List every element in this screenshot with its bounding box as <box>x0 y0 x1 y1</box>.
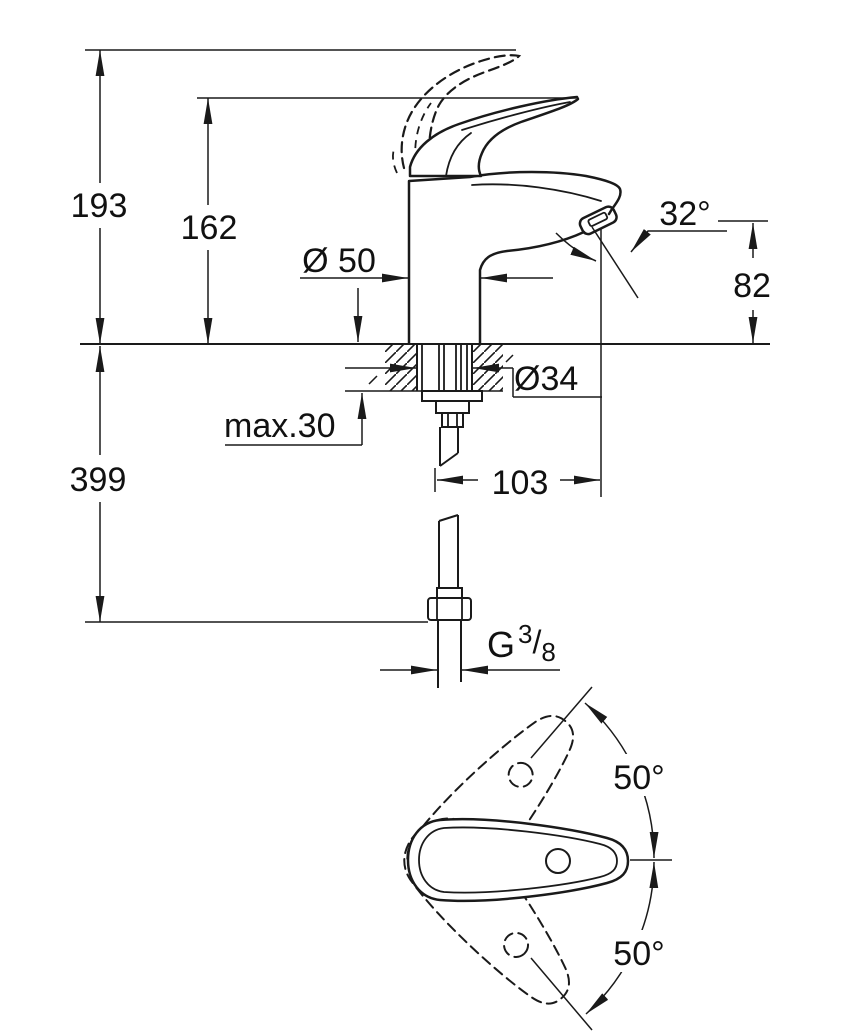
dim-hose-length-label: 399 <box>70 461 127 499</box>
union-nut-facets <box>436 597 463 621</box>
hose-fitting <box>441 412 464 428</box>
supply-hose <box>427 514 472 688</box>
thread-numerator: 3 <box>518 619 532 649</box>
label-bg-upper-50 <box>604 754 676 796</box>
dim-swivel-upper-label: 50° <box>613 759 664 797</box>
washer <box>421 390 483 402</box>
thread-denominator: 8 <box>541 637 555 667</box>
fitting-facets <box>447 412 458 428</box>
dim-32deg <box>555 226 727 299</box>
lever-plan-view <box>403 686 672 1031</box>
lever-swing-arc <box>392 145 398 174</box>
dim-103 <box>434 468 600 492</box>
stream-direction-line <box>591 226 639 299</box>
dim-swivel-lower-label: 50° <box>613 935 664 973</box>
swivel-line-lower <box>530 957 593 1031</box>
connection-pipe <box>437 620 462 688</box>
faucet-side-view <box>392 54 622 345</box>
lever-dome-edge <box>445 132 472 177</box>
counter-break-ticks <box>368 354 514 385</box>
dimension-lines <box>80 49 770 675</box>
label-bg-lower-50 <box>604 930 676 972</box>
lever-inner-line <box>461 101 571 131</box>
lever-axis-circle <box>545 848 571 874</box>
dim-projection-label: 103 <box>492 464 549 502</box>
shank-outer <box>416 344 473 391</box>
dim-lever-height-label: 162 <box>181 209 238 247</box>
mounting-section <box>368 343 514 467</box>
dim-82 <box>718 220 768 343</box>
dim-hole-diameter-label: Ø34 <box>514 360 578 398</box>
union-flange <box>436 587 463 599</box>
union-nut <box>427 597 472 621</box>
angle-arc-32 <box>555 232 597 262</box>
faucet-body-outline <box>407 170 622 345</box>
aerator <box>578 205 618 236</box>
spout-underside <box>478 230 586 345</box>
shank-inner-tubes <box>421 343 468 392</box>
dim-dia50 <box>300 273 553 342</box>
thread-g: G <box>487 624 515 665</box>
dim-max-thickness-label: max.30 <box>224 407 336 445</box>
dim-spout-angle-label: 32° <box>659 195 710 233</box>
dim-max30 <box>225 393 367 446</box>
dim-dia34 <box>345 363 602 398</box>
dim-base-diameter-label: Ø 50 <box>302 242 376 280</box>
mounting-nut <box>435 400 470 414</box>
lever-side-view <box>408 95 580 178</box>
hose-upper <box>439 427 459 467</box>
dim-outlet-height-label: 82 <box>733 267 771 305</box>
spout-inner-line <box>471 183 602 202</box>
hose-lower <box>438 514 459 588</box>
thread-slash: / <box>532 624 541 660</box>
swivel-line-upper <box>530 686 593 759</box>
dim-total-height-label: 193 <box>71 187 128 225</box>
